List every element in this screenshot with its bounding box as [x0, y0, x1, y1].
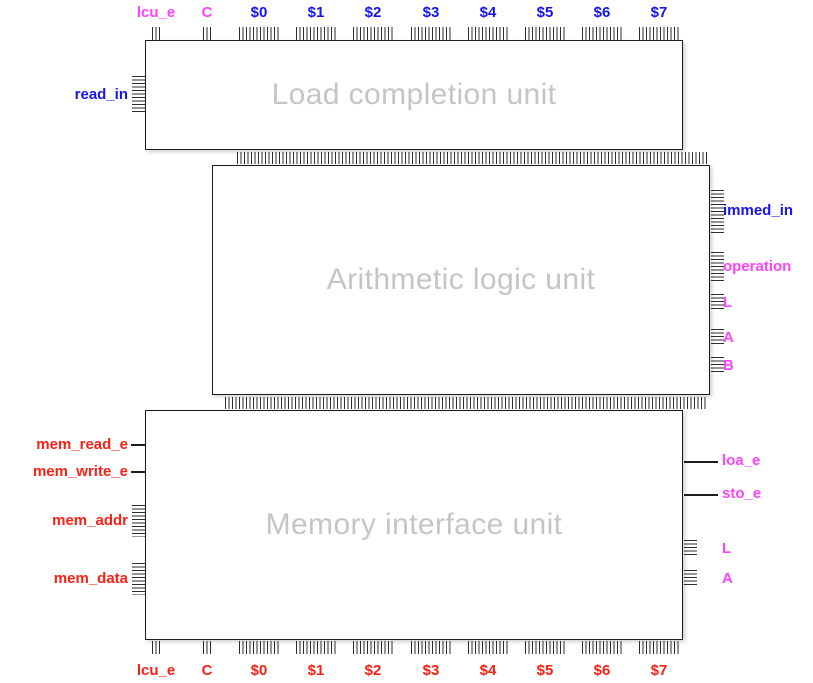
lcu-alu-bus-hatch: [237, 151, 707, 164]
top-pin-label-reg7: $7: [650, 4, 668, 21]
top-bus-hatch-reg2: [353, 27, 393, 40]
bottom-pin-label-reg4: $4: [479, 662, 497, 679]
top-bus-hatch-reg7: [639, 27, 679, 40]
bottom-pin-label-reg0: $0: [250, 662, 268, 679]
pin-label-alu-b: B: [723, 357, 734, 374]
mem_addr-bus-hatch: [132, 505, 145, 537]
pin-label-sto_e: sto_e: [722, 485, 762, 502]
pin-label-mem_read_e: mem_read_e: [36, 436, 128, 453]
miu-a-bus-hatch: [684, 570, 697, 587]
pin-label-mem_data: mem_data: [53, 570, 128, 587]
bottom-pin-label-reg6: $6: [593, 662, 611, 679]
top-pin-label-reg4: $4: [479, 4, 497, 21]
bottom-bus-hatch-reg6: [582, 641, 622, 654]
arithmetic-logic-unit-title: Arithmetic logic unit: [326, 263, 596, 296]
pin-label-mem_addr: mem_addr: [52, 512, 128, 529]
alu-miu-bus-hatch: [225, 396, 707, 409]
pin-label-alu-l: L: [723, 294, 733, 311]
top-pin-label-reg6: $6: [593, 4, 611, 21]
mem_write_e-wire: [131, 471, 145, 473]
bottom-pin-label-reg3: $3: [422, 662, 440, 679]
alu-l-bus-hatch: [711, 294, 724, 311]
arithmetic-logic-unit: Arithmetic logic unit: [212, 165, 710, 395]
pin-label-loa_e: loa_e: [722, 452, 761, 469]
top-pin-label-reg2: $2: [364, 4, 382, 21]
bottom-pin-label-reg7: $7: [650, 662, 668, 679]
bottom-bus-hatch-reg1: [296, 641, 336, 654]
pin-label-operation: operation: [723, 258, 792, 275]
load-completion-unit: Load completion unit: [145, 40, 683, 150]
miu-l-bus-hatch: [684, 540, 697, 557]
pin-label-read_in: read_in: [74, 86, 128, 103]
bottom-pin-label-c: C: [201, 662, 213, 679]
top-bus-hatch-reg3: [411, 27, 451, 40]
memory-interface-unit-title: Memory interface unit: [265, 508, 563, 541]
mem_read_e-wire: [131, 444, 145, 446]
top-pin-label-c: C: [201, 4, 213, 21]
top-bus-hatch-lcu_e: [152, 27, 160, 40]
top-pin-label-reg3: $3: [422, 4, 440, 21]
alu-b-bus-hatch: [711, 357, 724, 374]
immed_in-bus-hatch: [711, 190, 724, 233]
bottom-bus-hatch-c: [203, 641, 211, 654]
load-completion-unit-title: Load completion unit: [271, 78, 557, 111]
pin-label-immed_in: immed_in: [723, 202, 794, 219]
loa_e-wire: [684, 461, 718, 463]
top-bus-hatch-reg0: [239, 27, 279, 40]
pin-label-alu-a: A: [723, 329, 734, 346]
pin-label-mem_write_e: mem_write_e: [32, 463, 128, 480]
top-bus-hatch-reg4: [468, 27, 508, 40]
mem_data-bus-hatch: [132, 563, 145, 595]
sto_e-wire: [684, 494, 718, 496]
top-pin-label-reg1: $1: [307, 4, 325, 21]
bottom-bus-hatch-lcu_e: [152, 641, 160, 654]
top-bus-hatch-reg5: [525, 27, 565, 40]
read_in-bus-hatch: [132, 76, 145, 114]
bottom-bus-hatch-reg7: [639, 641, 679, 654]
bottom-bus-hatch-reg0: [239, 641, 279, 654]
top-pin-label-reg5: $5: [536, 4, 554, 21]
bottom-bus-hatch-reg5: [525, 641, 565, 654]
bottom-pin-label-reg1: $1: [307, 662, 325, 679]
alu-a-bus-hatch: [711, 329, 724, 346]
pin-label-miu-l: L: [722, 540, 732, 557]
top-bus-hatch-c: [203, 27, 211, 40]
top-pin-label-lcu_e: lcu_e: [136, 4, 176, 21]
top-bus-hatch-reg6: [582, 27, 622, 40]
bottom-pin-label-lcu_e: lcu_e: [136, 662, 176, 679]
operation-bus-hatch: [711, 252, 724, 281]
pin-label-miu-a: A: [722, 570, 733, 587]
bottom-bus-hatch-reg2: [353, 641, 393, 654]
bottom-bus-hatch-reg3: [411, 641, 451, 654]
top-bus-hatch-reg1: [296, 27, 336, 40]
bottom-bus-hatch-reg4: [468, 641, 508, 654]
bottom-pin-label-reg2: $2: [364, 662, 382, 679]
top-pin-label-reg0: $0: [250, 4, 268, 21]
bottom-pin-label-reg5: $5: [536, 662, 554, 679]
memory-interface-unit: Memory interface unit: [145, 410, 683, 640]
